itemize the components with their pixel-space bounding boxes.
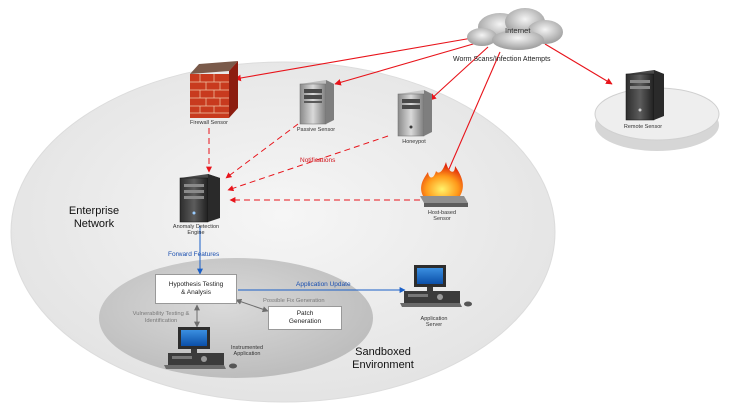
firewall-icon (190, 61, 238, 118)
forward-arrows (197, 226, 406, 293)
honeypot-icon (397, 90, 432, 137)
cloud-icon (467, 8, 563, 50)
passive-server-icon (299, 80, 334, 125)
attack-label: Worm Scans/Infection Attempts (453, 56, 551, 63)
patch-generation-box: Patch Generation (268, 306, 342, 330)
notifications-label: Notifications (300, 157, 336, 164)
application-update-label: Application Update (296, 281, 351, 288)
remote-server-icon (625, 70, 664, 121)
application-server-icon (400, 265, 472, 307)
notification-arrows (206, 123, 420, 203)
hostbased-sensor-icon (420, 162, 468, 207)
sandbox-arrows (194, 298, 269, 328)
attack-arrows (234, 36, 613, 177)
vulnerability-label: Vulnerability Testing & Identification (132, 311, 190, 325)
enterprise-network-label: Enterprise Network (68, 205, 120, 231)
anomaly-server-icon (179, 174, 220, 223)
hostbased-sensor-label: Host-based Sensor (427, 210, 457, 223)
forward-features-label: Forward Features (168, 251, 220, 258)
passive-sensor-label: Passive Sensor (296, 127, 336, 133)
internet-label: Internet (505, 26, 531, 35)
sandboxed-environment-label: Sandboxed Environment (352, 346, 414, 372)
firewall-sensor-label: Firewall Sensor (190, 120, 228, 126)
hypothesis-box: Hypothesis Testing & Analysis (155, 274, 237, 304)
anomaly-engine-label: Anomaly Detection Engine (172, 224, 220, 237)
instrumented-app-icon (164, 327, 237, 369)
instrumented-app-label: Instrumented Application (230, 345, 264, 358)
honeypot-label: Honeypot (402, 139, 426, 145)
remote-sensor-label: Remote Sensor (623, 124, 663, 130)
fix-generation-label: Possible Fix Generation (263, 298, 325, 304)
application-server-label: Application Server (420, 316, 448, 329)
